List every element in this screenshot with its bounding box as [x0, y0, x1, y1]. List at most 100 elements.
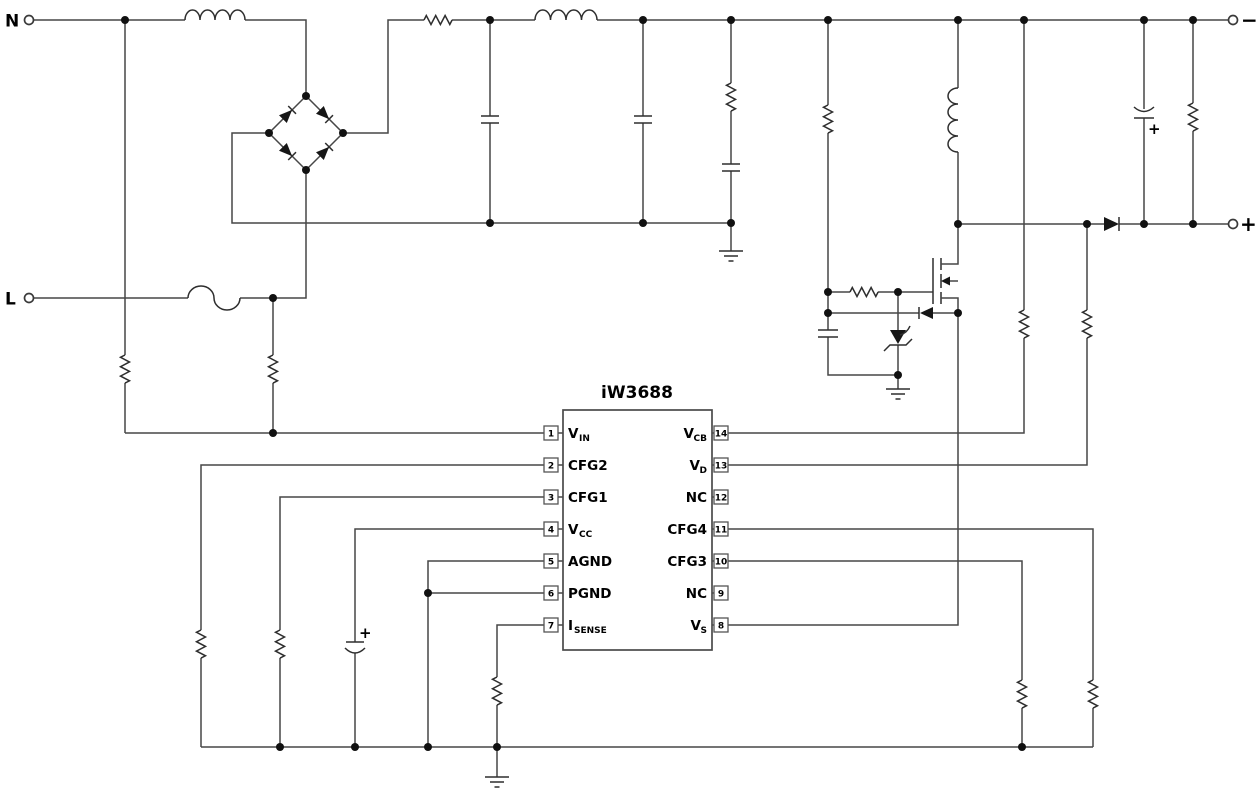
output-diode-icon — [1104, 217, 1120, 231]
gate-resistor — [849, 285, 879, 299]
gate-supply-resistor — [821, 104, 835, 134]
wire-cfg2 — [200, 464, 544, 747]
svg-text:V: V — [568, 522, 579, 538]
preload-resistor — [1186, 102, 1200, 132]
snubber-capacitor — [722, 163, 740, 172]
wire-source-to-vs — [728, 313, 959, 626]
neutral-terminal-label: N — [5, 12, 19, 32]
svg-text:S: S — [701, 626, 707, 636]
gate-capacitor — [818, 329, 838, 338]
l-sense-resistor — [266, 354, 280, 384]
svg-text:V: V — [684, 426, 695, 442]
bridge-diode-icon — [316, 106, 334, 124]
cfg3-resistor — [1015, 679, 1029, 709]
wire-bridge-ac-bottom — [273, 170, 307, 299]
vcc-capacitor-plates — [344, 641, 366, 654]
output-capacitor-polarity: + — [1148, 120, 1161, 138]
filter-resistor — [423, 13, 453, 27]
ic-pin-nc-9: 9 NC — [686, 585, 729, 602]
wire-cfg1 — [279, 496, 544, 747]
earth-ground-icon — [719, 250, 743, 262]
svg-text:11: 11 — [715, 526, 728, 536]
fuse — [187, 285, 241, 311]
output-negative-circle — [1227, 14, 1239, 26]
ic-pin-isense: 7 I SENSE — [543, 617, 607, 636]
svg-text:7: 7 — [548, 622, 554, 632]
svg-text:8: 8 — [718, 622, 724, 632]
wire-agnd-pgnd — [427, 560, 544, 747]
line-terminal: L — [5, 290, 35, 310]
svg-text:3: 3 — [548, 494, 554, 504]
earth-ground-icon — [485, 776, 509, 788]
junction-dots — [121, 16, 1197, 751]
wire-gate-supply-branch — [827, 20, 898, 376]
bridge-diamond — [267, 94, 345, 172]
svg-text:4: 4 — [548, 526, 554, 536]
cfg4-resistor — [1086, 679, 1100, 709]
earth-ground-icon — [886, 388, 910, 400]
svg-text:D: D — [700, 466, 707, 476]
output-capacitor-plates — [1133, 106, 1155, 119]
ic-pin-vd: 13 V D — [690, 457, 729, 476]
vcc-capacitor: + — [344, 624, 372, 654]
svg-text:6: 6 — [548, 590, 554, 600]
svg-text:CFG1: CFG1 — [568, 490, 608, 506]
ic-pin-cfg1: 3 CFG1 — [543, 489, 608, 506]
ic-pin-cfg3: 10 CFG3 — [667, 553, 729, 570]
svg-text:CB: CB — [694, 434, 708, 444]
ic-pin-agnd: 5 AGND — [543, 553, 612, 570]
wire-cfg3 — [728, 560, 1023, 747]
bridge-diode-icon — [279, 143, 297, 161]
svg-text:CFG3: CFG3 — [667, 554, 707, 570]
zener-diode-icon — [883, 325, 913, 352]
svg-text:1: 1 — [548, 430, 554, 440]
bridge-diode-icon — [279, 105, 297, 123]
ic-pin-vcb: 14 V CB — [684, 425, 729, 444]
svg-text:13: 13 — [715, 462, 728, 472]
svg-text:IN: IN — [579, 434, 590, 444]
wire-neutral-input — [33, 19, 307, 96]
cfg2-resistor — [194, 629, 208, 659]
buck-inductor — [947, 87, 959, 153]
ic-pin-pgnd: 6 PGND — [543, 585, 611, 602]
wire-pin-stubs — [558, 432, 714, 626]
neutral-terminal: N — [5, 12, 35, 32]
vcc-capacitor-polarity: + — [359, 624, 372, 642]
svg-text:CFG2: CFG2 — [568, 458, 608, 474]
svg-text:NC: NC — [686, 586, 707, 602]
emi-inductor-2 — [534, 9, 598, 21]
ic-body — [562, 409, 713, 651]
svg-text:V: V — [691, 618, 702, 634]
svg-text:CFG4: CFG4 — [667, 522, 707, 538]
wires — [33, 19, 1229, 777]
isense-resistor — [490, 676, 504, 706]
wire-cfg4 — [728, 528, 1094, 747]
power-mosfet-icon — [932, 224, 959, 313]
wire-vcc — [354, 528, 544, 747]
ic-iw3688: iW3688 1 V IN 2 CFG2 3 CFG1 4 V CC 5 — [543, 383, 729, 651]
svg-text:SENSE: SENSE — [574, 626, 607, 636]
svg-text:5: 5 — [548, 558, 554, 568]
ic-title: iW3688 — [601, 383, 673, 403]
components: + + — [118, 9, 1200, 709]
svg-text:2: 2 — [548, 462, 554, 472]
n-sense-resistor — [118, 354, 132, 384]
ic-pin-cfg2: 2 CFG2 — [543, 457, 608, 474]
svg-text:V: V — [568, 426, 579, 442]
output-positive-circle — [1227, 218, 1239, 230]
ic-pin-nc-12: 12 NC — [686, 489, 729, 506]
svg-text:CC: CC — [579, 530, 593, 540]
neutral-terminal-circle — [23, 14, 35, 26]
svg-text:PGND: PGND — [568, 586, 611, 602]
svg-text:AGND: AGND — [568, 554, 612, 570]
bulk-capacitor-1 — [481, 115, 499, 124]
output-positive-label: + — [1240, 212, 1256, 236]
svg-text:12: 12 — [715, 494, 728, 504]
output-negative-terminal: − — [1227, 8, 1256, 32]
output-negative-label: − — [1241, 8, 1256, 32]
output-positive-terminal: + — [1227, 212, 1256, 236]
wire-bridge-plus-riser — [343, 19, 535, 134]
output-capacitor: + — [1133, 106, 1161, 138]
ic-pin-vcc: 4 V CC — [543, 521, 593, 540]
